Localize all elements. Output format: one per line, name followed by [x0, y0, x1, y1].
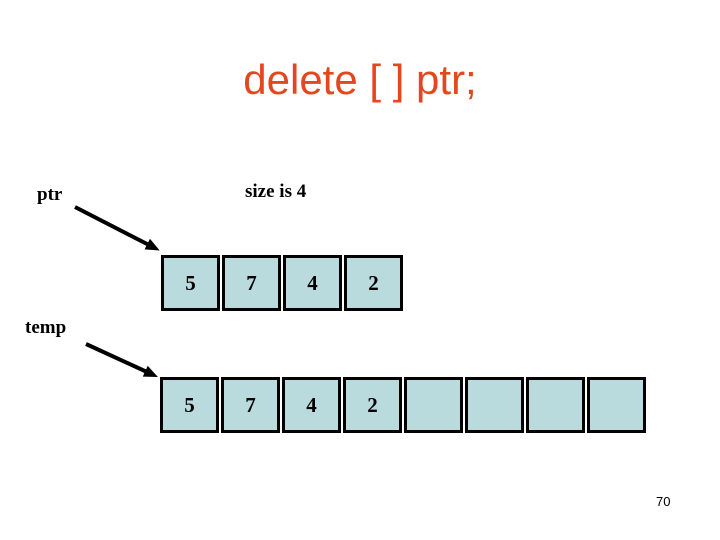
- array-cell: [526, 377, 585, 433]
- array-cell: 5: [160, 377, 219, 433]
- temp-arrow: [85, 342, 158, 378]
- array-cell: [465, 377, 524, 433]
- array-cell: 7: [221, 377, 280, 433]
- array-cell: [404, 377, 463, 433]
- array-cell: 5: [161, 255, 220, 311]
- ptr-arrow: [74, 205, 160, 251]
- temp-label: temp: [25, 317, 67, 338]
- array-cell: 2: [344, 255, 403, 311]
- ptr-label: ptr: [37, 184, 63, 205]
- size-note-label: size is 4: [245, 181, 307, 202]
- array-cell: 2: [343, 377, 402, 433]
- array-cell: 7: [222, 255, 281, 311]
- page-number: 70: [656, 494, 671, 509]
- array-cell: 4: [282, 377, 341, 433]
- array-cell: [587, 377, 646, 433]
- slide-title: delete [ ] ptr;: [243, 56, 477, 103]
- array-cell: 4: [283, 255, 342, 311]
